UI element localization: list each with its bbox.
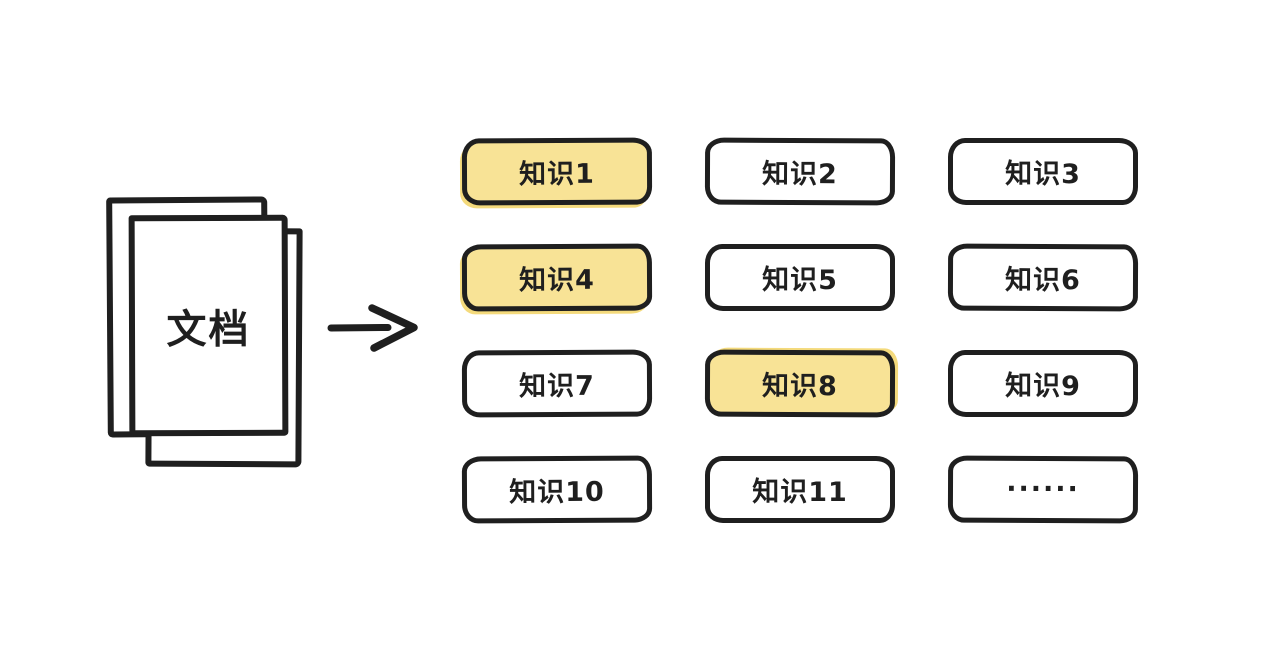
knowledge-box-4: 知识4 xyxy=(461,243,653,312)
knowledge-box-8: 知识8 xyxy=(704,349,896,418)
knowledge-box-2: 知识2 xyxy=(704,137,896,206)
knowledge-box-label: 知识10 xyxy=(509,476,605,509)
knowledge-box-label: 知识3 xyxy=(1005,159,1081,190)
document-label: 文档 xyxy=(166,306,251,353)
knowledge-box-3: 知识3 xyxy=(948,138,1138,205)
right-arrow-icon xyxy=(326,300,422,356)
knowledge-box-10: 知识10 xyxy=(461,455,653,524)
knowledge-grid: 知识1 知识2 知识3 知识4 知识5 知识6 知识7 知识8 知识9 知识10 知识11.....… xyxy=(461,137,1139,524)
knowledge-box-label: 知识9 xyxy=(1005,371,1081,402)
knowledge-box-5: 知识5 xyxy=(705,244,895,311)
knowledge-box-label: 知识7 xyxy=(519,370,595,403)
document-page-front: 文档 xyxy=(128,214,289,437)
knowledge-box-label: 知识11 xyxy=(752,477,848,508)
knowledge-box-label: 知识8 xyxy=(762,370,838,403)
knowledge-box-label: ...... xyxy=(1006,466,1080,499)
knowledge-box-label: 知识4 xyxy=(519,264,595,297)
knowledge-box-11: 知识11 xyxy=(705,456,895,523)
knowledge-box-label: 知识2 xyxy=(762,158,838,191)
knowledge-box-9: 知识9 xyxy=(948,350,1138,417)
knowledge-box-label: 知识5 xyxy=(762,265,838,296)
knowledge-box-label: 知识1 xyxy=(519,158,595,191)
knowledge-box-12: ...... xyxy=(947,455,1139,524)
knowledge-box-6: 知识6 xyxy=(947,243,1139,312)
knowledge-box-1: 知识1 xyxy=(461,137,653,206)
knowledge-box-7: 知识7 xyxy=(461,349,653,418)
knowledge-box-label: 知识6 xyxy=(1005,264,1081,297)
